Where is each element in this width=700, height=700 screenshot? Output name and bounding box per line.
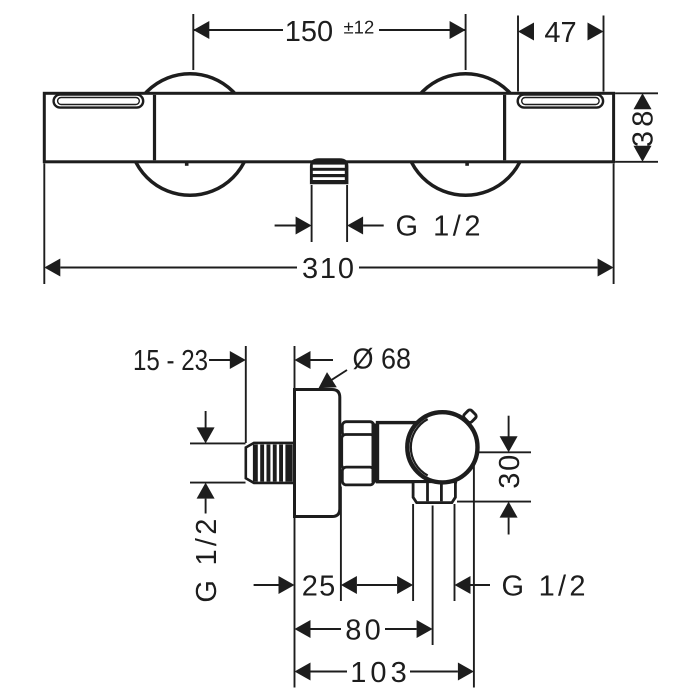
- dim-label-150: 150: [285, 16, 333, 48]
- right-setscrew-tick: [465, 162, 469, 166]
- arrowhead-left: [294, 662, 311, 681]
- dim-label-g12-inlet: G 1/2: [191, 519, 223, 603]
- escutcheon-side: [293, 388, 342, 518]
- dim-total-depth: 103: [294, 464, 475, 689]
- arrowhead-right: [295, 216, 312, 235]
- outlet-hex-outline: [411, 480, 457, 505]
- knob-safety-button: [462, 408, 478, 424]
- thread-gap: [312, 164, 345, 168]
- dim-label-150-tolerance: ±12: [344, 17, 375, 38]
- dim-label-47: 47: [544, 17, 576, 49]
- arrowhead-up: [633, 93, 652, 110]
- arrowhead-right: [278, 576, 295, 594]
- control-knob: [405, 408, 480, 485]
- leader-line: [329, 369, 348, 382]
- side-view: 15 - 23 Ø 68 G 1/2: [133, 344, 586, 689]
- arrowhead-left: [340, 576, 357, 594]
- dim-handle-slot-width: 47: [517, 15, 605, 92]
- arrowhead-right: [587, 22, 604, 41]
- arrowhead-left: [347, 216, 364, 235]
- thread-gap: [264, 444, 267, 482]
- dim-total-width: 310: [43, 163, 615, 285]
- dim-chain-row: 25 G 1/2: [253, 486, 586, 688]
- dim-body-height: 38: [615, 92, 660, 163]
- right-handle-slot: [516, 93, 605, 109]
- dim-label-15-23: 15 - 23: [133, 345, 208, 377]
- nut-middle-facet: [340, 433, 376, 471]
- dim-inlet-thread: G 1/2: [190, 411, 246, 603]
- dim-label-d68: Ø 68: [353, 344, 412, 376]
- dim-label-30: 30: [494, 455, 526, 489]
- thread-gap: [276, 444, 280, 482]
- thread-gap: [257, 444, 261, 482]
- arrowhead-down: [196, 427, 215, 444]
- arrowhead-right: [597, 258, 614, 277]
- knob-circle: [405, 409, 480, 485]
- dim-label-g12-outlet-side: G 1/2: [502, 570, 586, 602]
- front-outlet-stub: [309, 158, 349, 185]
- connection-nut: [340, 420, 381, 487]
- arrowhead-left: [294, 351, 311, 369]
- slot-inner: [56, 96, 140, 106]
- arrowhead-right: [457, 662, 474, 681]
- arrowhead-right: [397, 576, 414, 594]
- dim-label-25: 25: [302, 570, 336, 602]
- arrowhead-left: [44, 258, 61, 277]
- arrowhead-up: [196, 482, 215, 499]
- arrowhead-leader: [318, 372, 337, 389]
- slot-outer: [516, 93, 605, 109]
- thread-gap: [270, 444, 273, 482]
- arrowhead-down: [499, 436, 518, 453]
- dim-label-80: 80: [345, 614, 381, 646]
- dim-outlet-drop: 30: [457, 415, 531, 535]
- inlet-pipe: [244, 441, 296, 485]
- dim-outlet-thread-front: G 1/2: [274, 185, 481, 243]
- thread-gap: [283, 444, 286, 482]
- arrowhead-left: [454, 576, 471, 594]
- thread-gap: [312, 177, 345, 180]
- arrowhead-down: [633, 145, 652, 162]
- arrowhead-left: [294, 620, 311, 638]
- front-view: 150 ±12 47 38 G 1/2: [42, 14, 660, 285]
- dim-label-g12-front: G 1/2: [396, 211, 481, 243]
- arrowhead-left: [193, 21, 210, 39]
- dim-wall-distance: 15 - 23: [133, 345, 333, 443]
- dim-label-103: 103: [350, 657, 407, 689]
- arrowhead-up: [499, 501, 518, 518]
- left-setscrew-tick: [184, 162, 189, 166]
- dim-label-38: 38: [628, 111, 660, 148]
- arrowhead-right: [229, 351, 246, 369]
- arrowhead-right: [416, 620, 433, 638]
- dim-inlet-spacing: 150 ±12: [192, 14, 467, 70]
- left-handle-slot: [52, 93, 145, 109]
- slot-outer: [52, 93, 145, 109]
- side-outlet: [411, 480, 457, 505]
- arrowhead-right: [449, 21, 466, 39]
- dim-label-310: 310: [302, 253, 354, 285]
- dim-escutcheon-diameter: Ø 68: [318, 344, 412, 389]
- knob-inner-arc: [409, 418, 429, 477]
- nut-bottom-facet: [340, 465, 376, 487]
- slot-inner: [521, 96, 600, 106]
- thread-gap: [312, 170, 345, 174]
- arrowhead-left: [518, 22, 534, 41]
